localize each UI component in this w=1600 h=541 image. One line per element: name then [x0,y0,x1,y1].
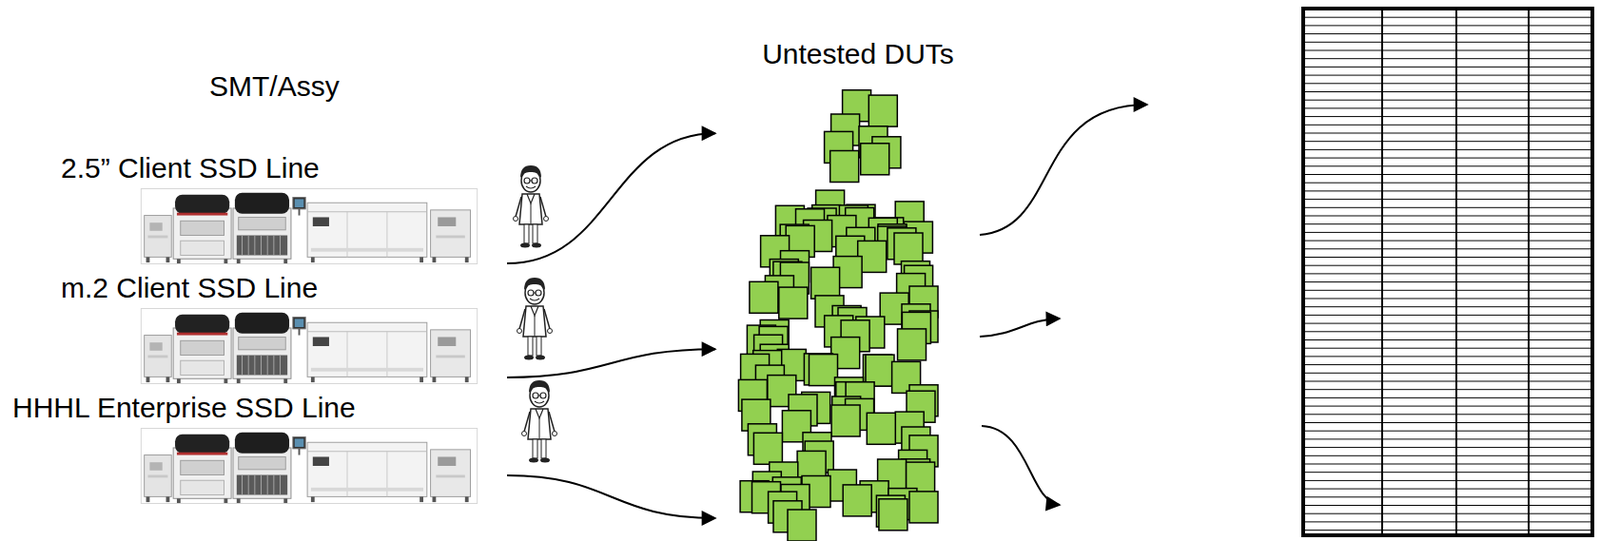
dut-square [866,412,896,445]
test-rack [1303,8,1593,536]
dut-square [779,287,808,319]
dut-square [809,354,839,387]
production-line: 2.5” Client SSD Line [7,152,508,269]
operator-figure [522,380,558,464]
flow-arrow [507,133,716,264]
dut-square [811,267,840,299]
flow-arrow [507,475,716,519]
dut-square [842,485,872,517]
rack-divider [1527,8,1530,536]
flow-arrow [507,349,716,378]
line-name: 2.5” Client SSD Line [60,152,508,185]
pile-heading: Untested DUTs [715,38,1001,71]
outflow-arrow [979,318,1060,337]
production-line: HHHL Enterprise SSD Line [7,391,508,509]
outflow-arrow [979,104,1148,235]
production-line: m.2 Client SSD Line [7,272,508,388]
dut-square [831,405,860,437]
rack-divider [1381,8,1384,536]
dut-square [753,432,782,465]
smt-line-machine [140,308,477,384]
smt-line-machine [140,188,477,264]
smt-line-machine [140,428,477,504]
dut-square [897,329,927,361]
dut-square [894,233,923,265]
dut-square [749,281,779,313]
dut-square [860,143,890,176]
dut-square [830,151,859,183]
outflow-arrow [981,426,1060,506]
dut-square [787,509,817,541]
operator-figure [517,277,553,361]
dut-square [868,95,898,127]
rack-divider [1455,8,1458,536]
rack-rows [1303,8,1593,536]
rack-frame [1303,8,1593,536]
section-heading: SMT/Assy [209,70,340,103]
dut-pile: Untested DUTs [715,33,1001,541]
dut-square [878,499,908,531]
operator-figure [513,165,549,249]
dut-square [909,491,938,524]
line-name: m.2 Client SSD Line [60,272,508,305]
line-name: HHHL Enterprise SSD Line [12,391,508,425]
